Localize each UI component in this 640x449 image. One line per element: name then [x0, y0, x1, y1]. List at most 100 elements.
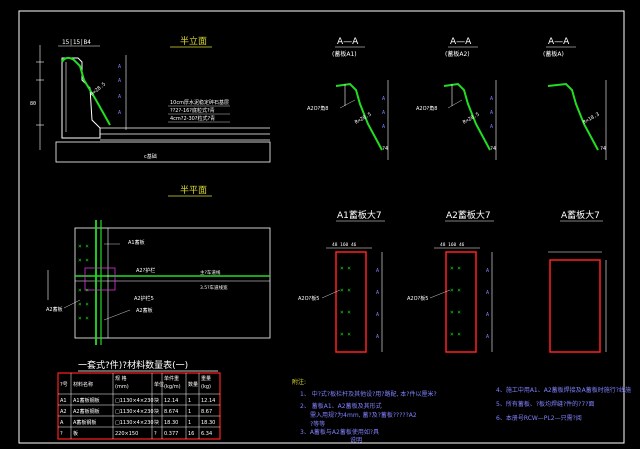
table-cell: ? [154, 431, 157, 437]
svg-text:× ×: × × [340, 309, 351, 316]
svg-text:× ×: × × [450, 287, 461, 294]
elevation-radius: R=28.5 [89, 81, 107, 97]
table-header-cell: (mm) [115, 384, 129, 390]
table-header-cell: (kg) [201, 384, 211, 390]
plan-label-main: 主?车道线 [200, 269, 221, 276]
table-cell: □1130×4×230 [115, 409, 154, 415]
svg-text:A: A [382, 96, 385, 102]
table-cell: 1 [188, 409, 191, 415]
section-aa2: A—A (蓄板A2) R=28.5 A2O?角8 AAA ?4 [416, 37, 497, 160]
drawing-frame [18, 10, 625, 444]
svg-text:× ×: × × [340, 265, 351, 272]
table-cell: A1蓄板钢板 [73, 397, 100, 404]
detail-a2-title: A2蓄板大7 [446, 209, 491, 221]
section-aa2-dim: ?4 [490, 146, 496, 152]
table-title: 一套式?件)?材料数量表(一) [78, 359, 188, 371]
note-2b: 需入用规?为4mm, 蓄?及?蓄板?????A2 [310, 411, 417, 419]
svg-text:× ×: × × [78, 243, 89, 250]
note-5: 5、所有蓄板、?板均焊缝?件的?7?面 [496, 400, 594, 408]
svg-text:A: A [376, 268, 379, 274]
materials-table: 一套式?件)?材料数量表(一) ?号材料名称规 格(mm)单位单件重(kg/m)… [57, 359, 221, 440]
note-2a: 2、 蓄板A1、A2蓄板及其形式 [300, 402, 382, 410]
detail-a: A蓄板大7 [548, 209, 607, 353]
table-cell: 块 [154, 419, 159, 426]
base-label: c基础 [144, 153, 157, 160]
svg-text:A: A [118, 110, 121, 116]
section-aa1-label: A2O?角8 [307, 105, 328, 112]
table-header-cell: 材料名称 [73, 381, 93, 388]
note-2c: ?等等 [310, 420, 325, 428]
table-header-cell: ?号 [60, 382, 68, 388]
svg-text:× ×: × × [78, 301, 89, 308]
svg-text:× ×: × × [340, 331, 351, 338]
table-cell: 6.34 [201, 431, 212, 437]
table-cell: A [60, 420, 64, 426]
svg-text:A: A [376, 312, 379, 318]
table-cell: □1130×4×230 [115, 420, 154, 426]
detail-a1-title: A1蓄板大7 [337, 209, 382, 221]
table-header-cell: 单位 [154, 381, 164, 388]
table-cell: 8.67 [201, 409, 212, 415]
table-cell: 8.674 [164, 409, 178, 415]
svg-text:A: A [382, 110, 385, 116]
section-aa1-title: A—A [337, 37, 359, 47]
svg-text:× ×: × × [78, 315, 89, 322]
table-cell: 0.377 [164, 431, 178, 437]
layer-3-label: 4cm?2-30?粒式?青 [170, 115, 215, 122]
svg-text:A: A [486, 268, 489, 274]
note-3: 3、A蓄板与A2蓄板使用如?具 [300, 428, 379, 436]
svg-text:× ×: × × [78, 257, 89, 264]
svg-text:A: A [490, 96, 493, 102]
plan-label-road2: A2护栏5 [134, 295, 154, 302]
table-cell: 18.30 [201, 420, 215, 426]
svg-text:A: A [486, 312, 489, 318]
svg-text:A: A [490, 124, 493, 130]
plan-title: 半平面 [180, 184, 207, 196]
detail-a2-label: A2O?板5 [407, 295, 428, 302]
table-cell: A1 [60, 398, 67, 404]
table-cell: 16 [188, 431, 194, 437]
section-aa1-sub: (蓄板A1) [332, 50, 357, 58]
notes-heading: 附注: [292, 378, 306, 386]
section-aa2-label: A2O?角8 [416, 105, 437, 112]
plan-label-a3: A2蓄板 [46, 306, 63, 313]
svg-text:× ×: × × [340, 287, 351, 294]
table-cell: 12.14 [201, 398, 215, 404]
table-cell: 板 [73, 430, 78, 437]
elevation-top-dims: 15|15|B4 [62, 39, 91, 46]
table-cell: A蓄板钢板 [73, 419, 96, 426]
section-aa-sub: (蓄板A) [543, 50, 564, 58]
detail-a2: A2蓄板大7 48 160 46 × ×× ×× ×× × A2O?板5 AAA… [407, 209, 494, 353]
table-cell: 220×150 [115, 431, 138, 437]
table-cell: A2蓄板钢板 [73, 408, 100, 415]
note-4: 4、施工中用A1、A2蓄板焊接及A蓄板时施行?线施 [496, 386, 631, 394]
svg-text:A: A [376, 290, 379, 296]
section-aa-title: A—A [548, 37, 570, 47]
section-aa2-title: A—A [450, 37, 472, 47]
notes: 附注: 1、 中?式?板栏杆及其他设?用?路配, 本?件以厘米? 2、 蓄板A1… [292, 378, 631, 444]
plan-label-a2: A2蓄板 [136, 307, 153, 314]
svg-text:A: A [118, 64, 121, 70]
section-aa1: A—A (蓄板A1) R=28.5 A2O?角8 AAA ?4 [307, 37, 389, 160]
elevation-title: 半立面 [180, 35, 207, 47]
svg-text:× ×: × × [450, 265, 461, 272]
plan-label-a1: A1蓄板 [128, 239, 145, 246]
detail-a1-label: A2O?板5 [298, 295, 319, 302]
detail-a-title: A蓄板大7 [561, 209, 600, 221]
svg-text:A: A [486, 290, 489, 296]
plan-label-road1: A2?护栏 [136, 267, 155, 274]
table-cell: ? [60, 431, 63, 437]
table-cell: □1130×4×230 [115, 398, 154, 404]
table-cell: 1 [188, 420, 191, 426]
svg-text:80: 80 [30, 101, 36, 107]
section-aa-dim: ?4 [600, 146, 606, 152]
detail-a2-dims: 48 160 46 [440, 242, 465, 248]
svg-text:A: A [118, 78, 121, 84]
table-cell: 1 [188, 398, 191, 404]
svg-text:A: A [382, 124, 385, 130]
note-end: 说明 [350, 436, 362, 444]
table-cell: 18.30 [164, 420, 178, 426]
table-cell: 块 [154, 397, 159, 404]
